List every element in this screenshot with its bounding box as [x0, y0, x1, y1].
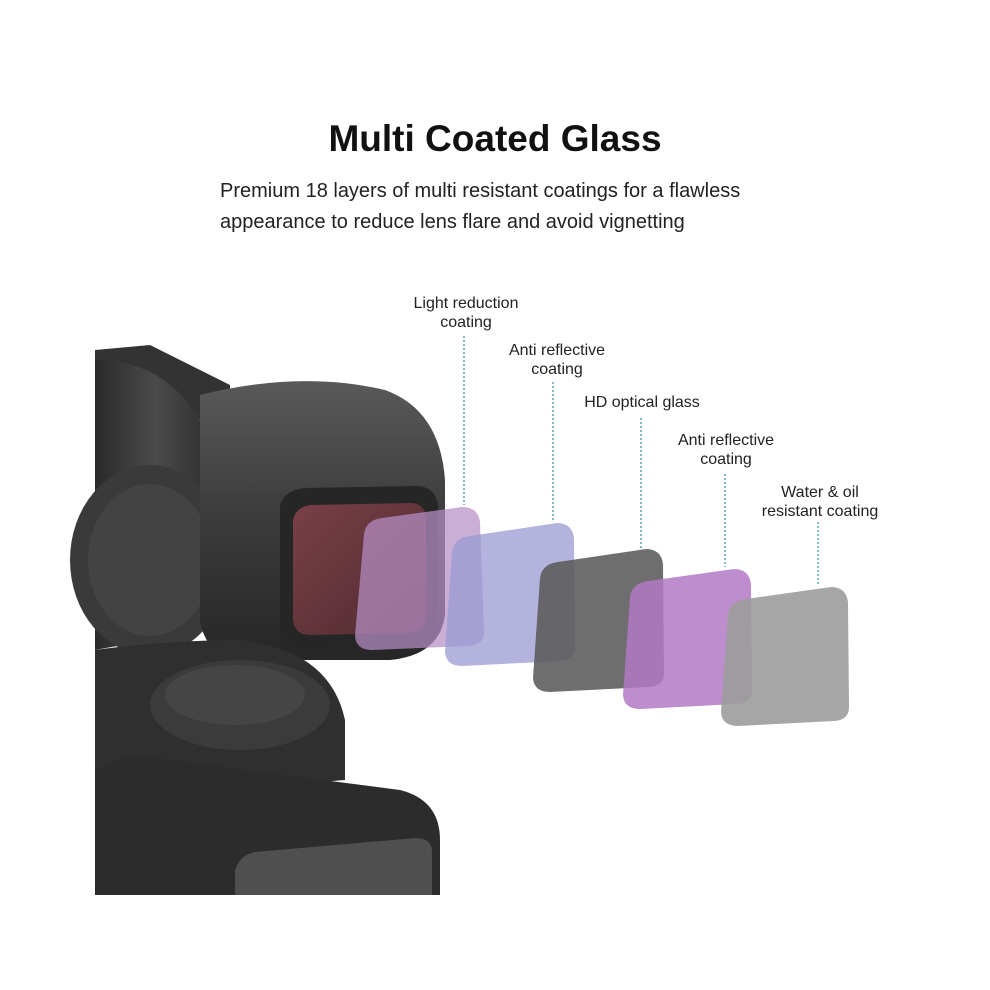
camera-screen: [235, 838, 432, 895]
glass-layer: [721, 587, 849, 726]
label-line: Water & oil: [781, 484, 859, 501]
subtitle-line-1: Premium 18 layers of multi resistant coa…: [220, 180, 741, 202]
layer-water-oil-glass: [721, 587, 849, 726]
label-light-reduction-coating: Light reduction coating: [414, 294, 519, 332]
page-subtitle: Premium 18 layers of multi resistant coa…: [220, 176, 840, 238]
label-line: Light reduction: [413, 295, 519, 312]
glass-layer: [623, 569, 752, 709]
label-line: coating: [440, 314, 492, 331]
label-line: HD optical glass: [584, 394, 700, 411]
coating-layers: [355, 507, 849, 726]
leader-lines: [463, 336, 819, 585]
label-line: resistant coating: [761, 503, 879, 520]
label-line: Anti reflective: [677, 432, 775, 449]
label-anti-reflective-coating-1: Anti reflective coating: [509, 341, 605, 379]
label-line: coating: [700, 451, 752, 468]
label-water-oil-resistant-coating: Water & oil resistant coating: [762, 483, 879, 521]
layer-anti-reflective-2-glass: [623, 569, 752, 709]
subtitle-line-2: appearance to reduce lens flare and avoi…: [220, 211, 685, 233]
label-line: coating: [531, 361, 583, 378]
page-title: Multi Coated Glass: [328, 118, 662, 159]
label-hd-optical-glass: HD optical glass: [584, 393, 700, 412]
label-anti-reflective-coating-2: Anti reflective coating: [678, 431, 774, 469]
label-line: Anti reflective: [508, 342, 606, 359]
